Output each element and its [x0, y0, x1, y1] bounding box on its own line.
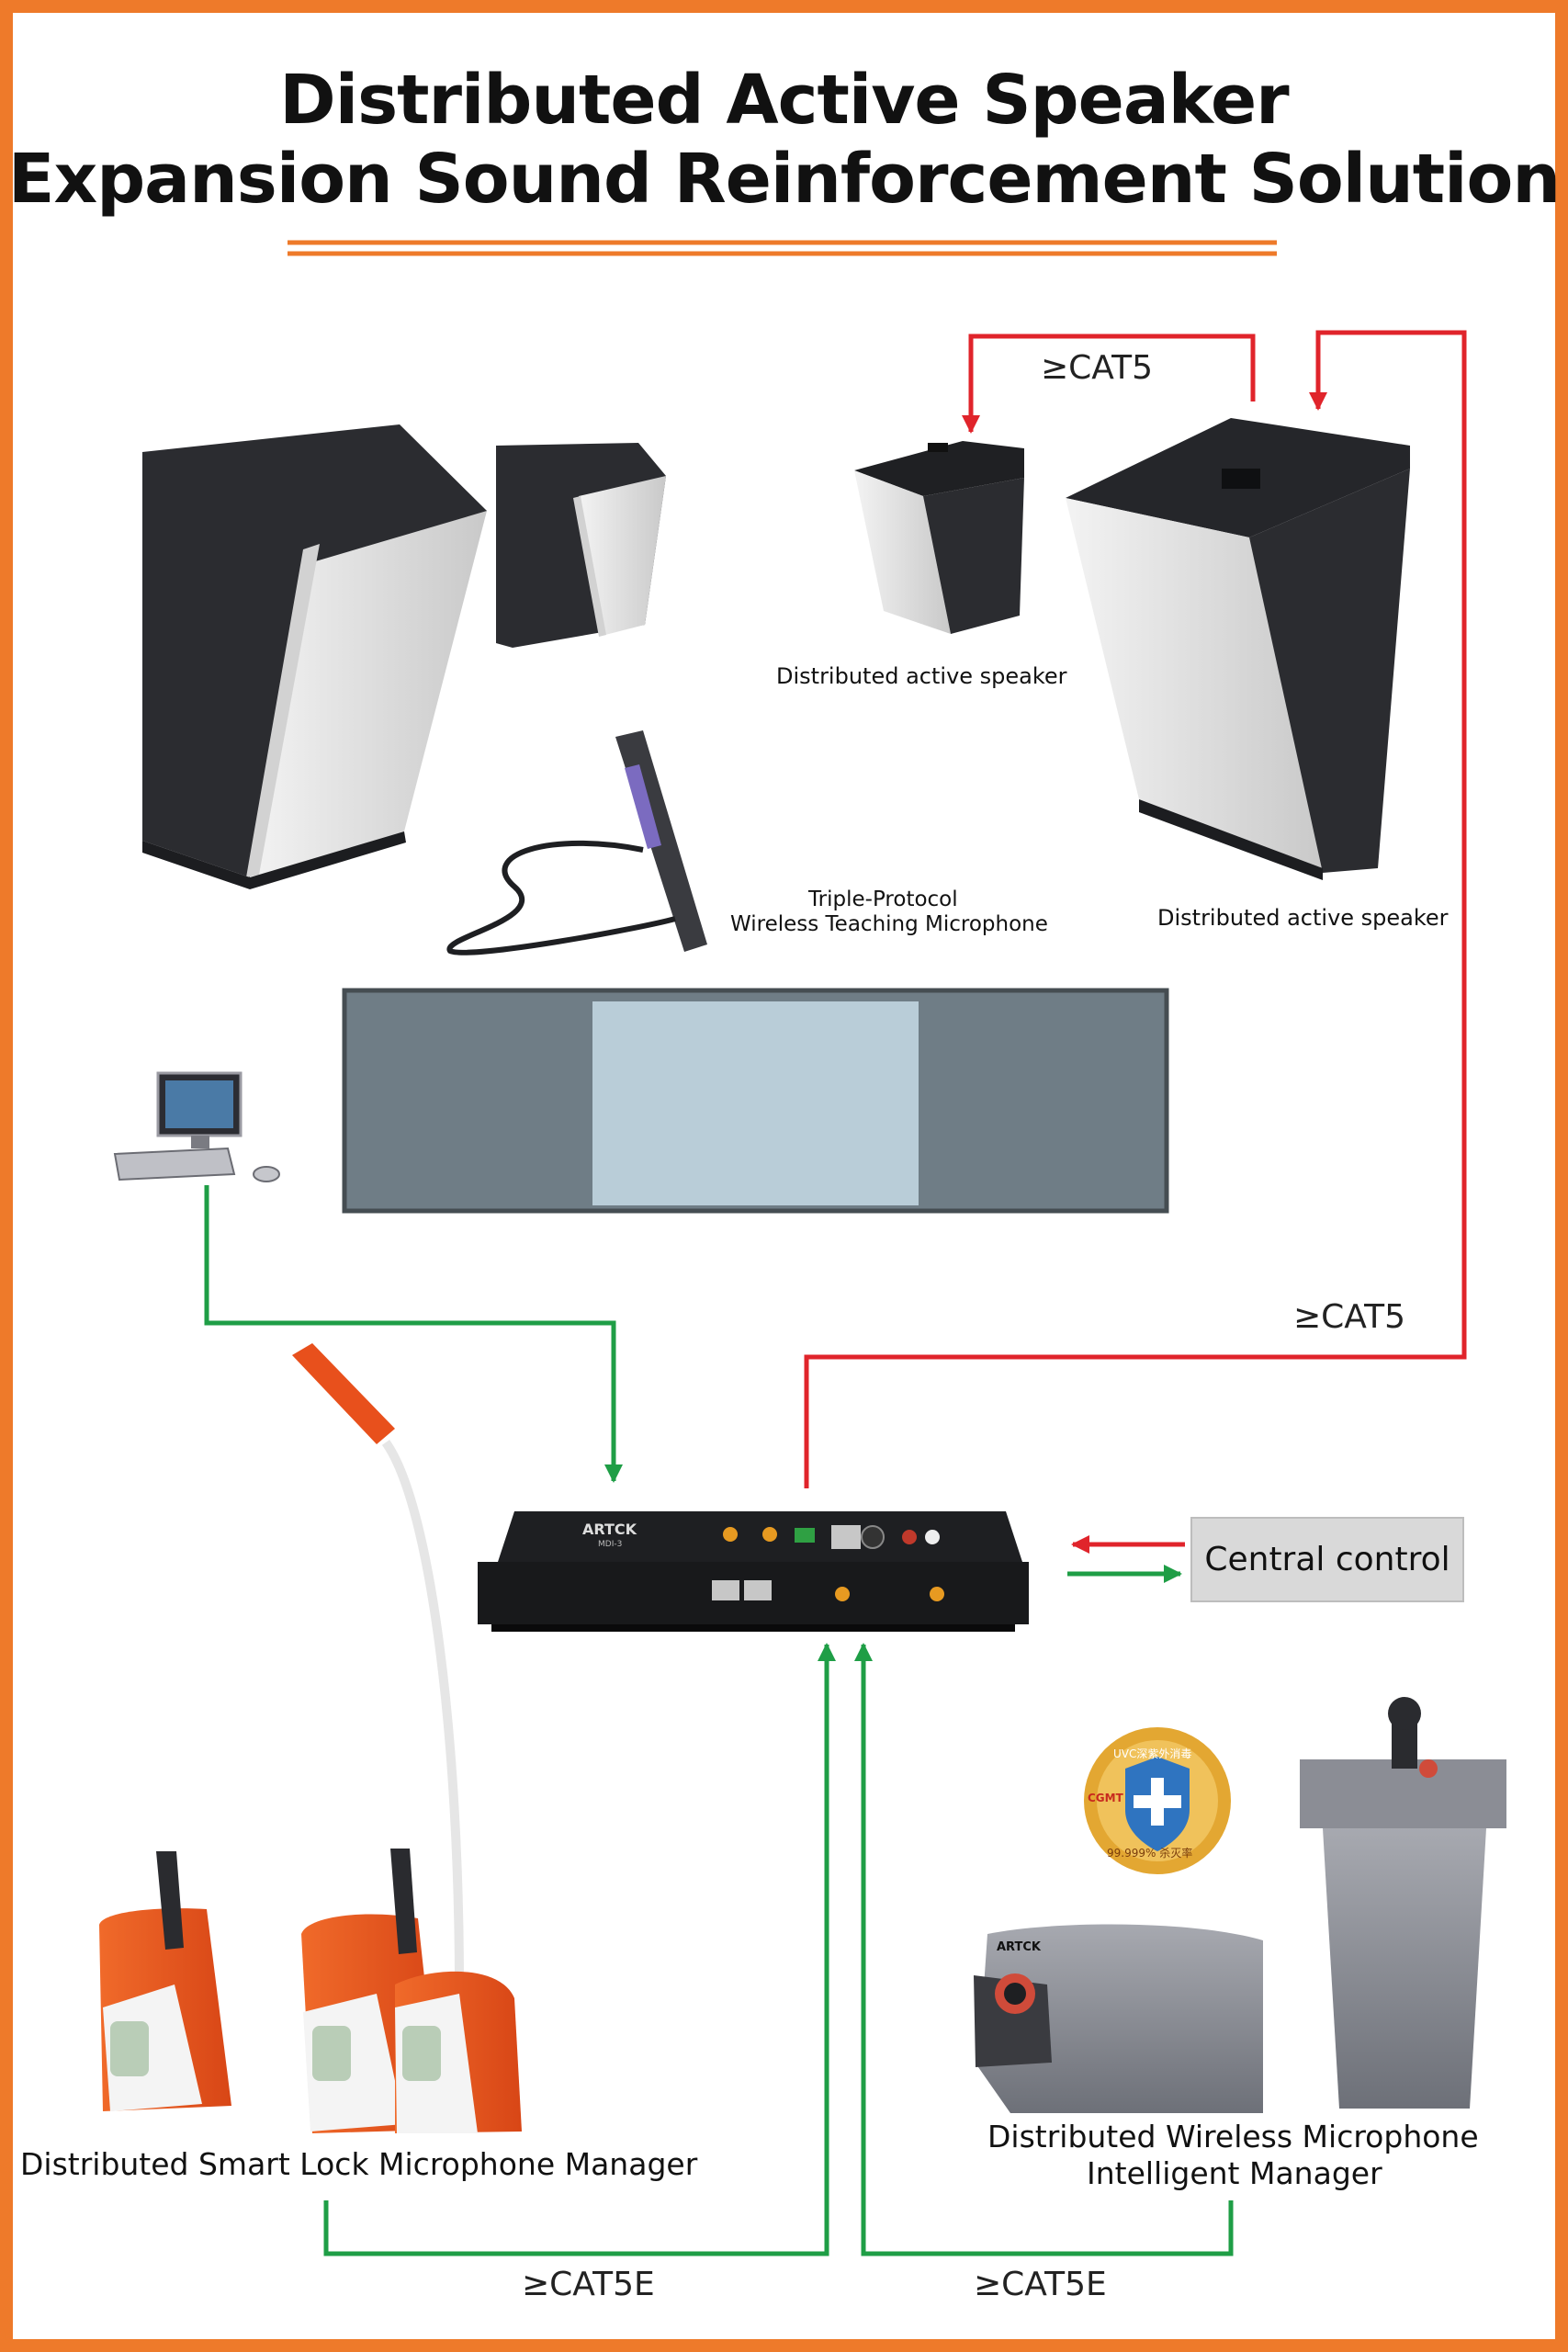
link-computer-to-processor — [204, 1185, 623, 1483]
label-mic-line2: Wireless Teaching Microphone — [730, 912, 1048, 936]
speaker-small-left — [496, 443, 666, 648]
label-mic-line1: Triple-Protocol — [808, 888, 958, 911]
speaker-large-left — [142, 424, 487, 889]
link-wireless-manager-to-processor — [854, 1643, 1234, 2256]
label-wireless-manager-line2: Intelligent Manager — [1087, 2155, 1382, 2191]
cable-label-right: ≥CAT5 — [1293, 1298, 1406, 1336]
title-underline — [288, 240, 1277, 256]
badge-top-text: UVC深紫外消毒 — [1113, 1747, 1192, 1760]
badge-bottom-text: 99.999% 杀灭率 — [1107, 1847, 1193, 1860]
computer-icon — [113, 1071, 280, 1182]
central-control-box: Central control — [1190, 1517, 1464, 1602]
link-speaker-to-speaker — [962, 334, 1256, 434]
wireless-teaching-microphone — [446, 730, 707, 956]
label-speaker-large: Distributed active speaker — [1157, 905, 1449, 931]
badge-left-text: CGMT — [1088, 1792, 1123, 1804]
smart-blackboard — [342, 988, 1169, 1214]
speaker-large-right — [1066, 418, 1410, 880]
speaker-small-right — [854, 441, 1024, 634]
smart-lock-microphone-manager — [99, 1343, 522, 2133]
uvc-disinfection-badge — [1084, 1727, 1231, 1874]
cable-label-bottom-right: ≥CAT5E — [974, 2266, 1107, 2303]
audio-processor-device — [478, 1511, 1029, 1632]
cable-label-top: ≥CAT5 — [1041, 349, 1154, 387]
link-processor-to-speaker — [804, 330, 1467, 1488]
label-speaker-small: Distributed active speaker — [776, 663, 1067, 689]
link-smart-lock-to-processor — [323, 1643, 836, 2256]
cable-label-bottom-left: ≥CAT5E — [522, 2266, 655, 2303]
label-wireless-manager-line1: Distributed Wireless Microphone — [987, 2119, 1479, 2154]
device-brand-label: ARTCK — [582, 1521, 637, 1538]
wireless-brand-label: ARTCK — [997, 1940, 1041, 1954]
wireless-microphone-intelligent-manager — [974, 1697, 1506, 2113]
label-smart-lock-manager: Distributed Smart Lock Microphone Manage… — [20, 2146, 698, 2182]
device-model-label: MDI-3 — [598, 1540, 623, 1549]
title-line-2: Expansion Sound Reinforcement Solution — [7, 140, 1561, 219]
title-line-1: Distributed Active Speaker — [279, 61, 1289, 140]
central-control-label: Central control — [1204, 1541, 1450, 1578]
